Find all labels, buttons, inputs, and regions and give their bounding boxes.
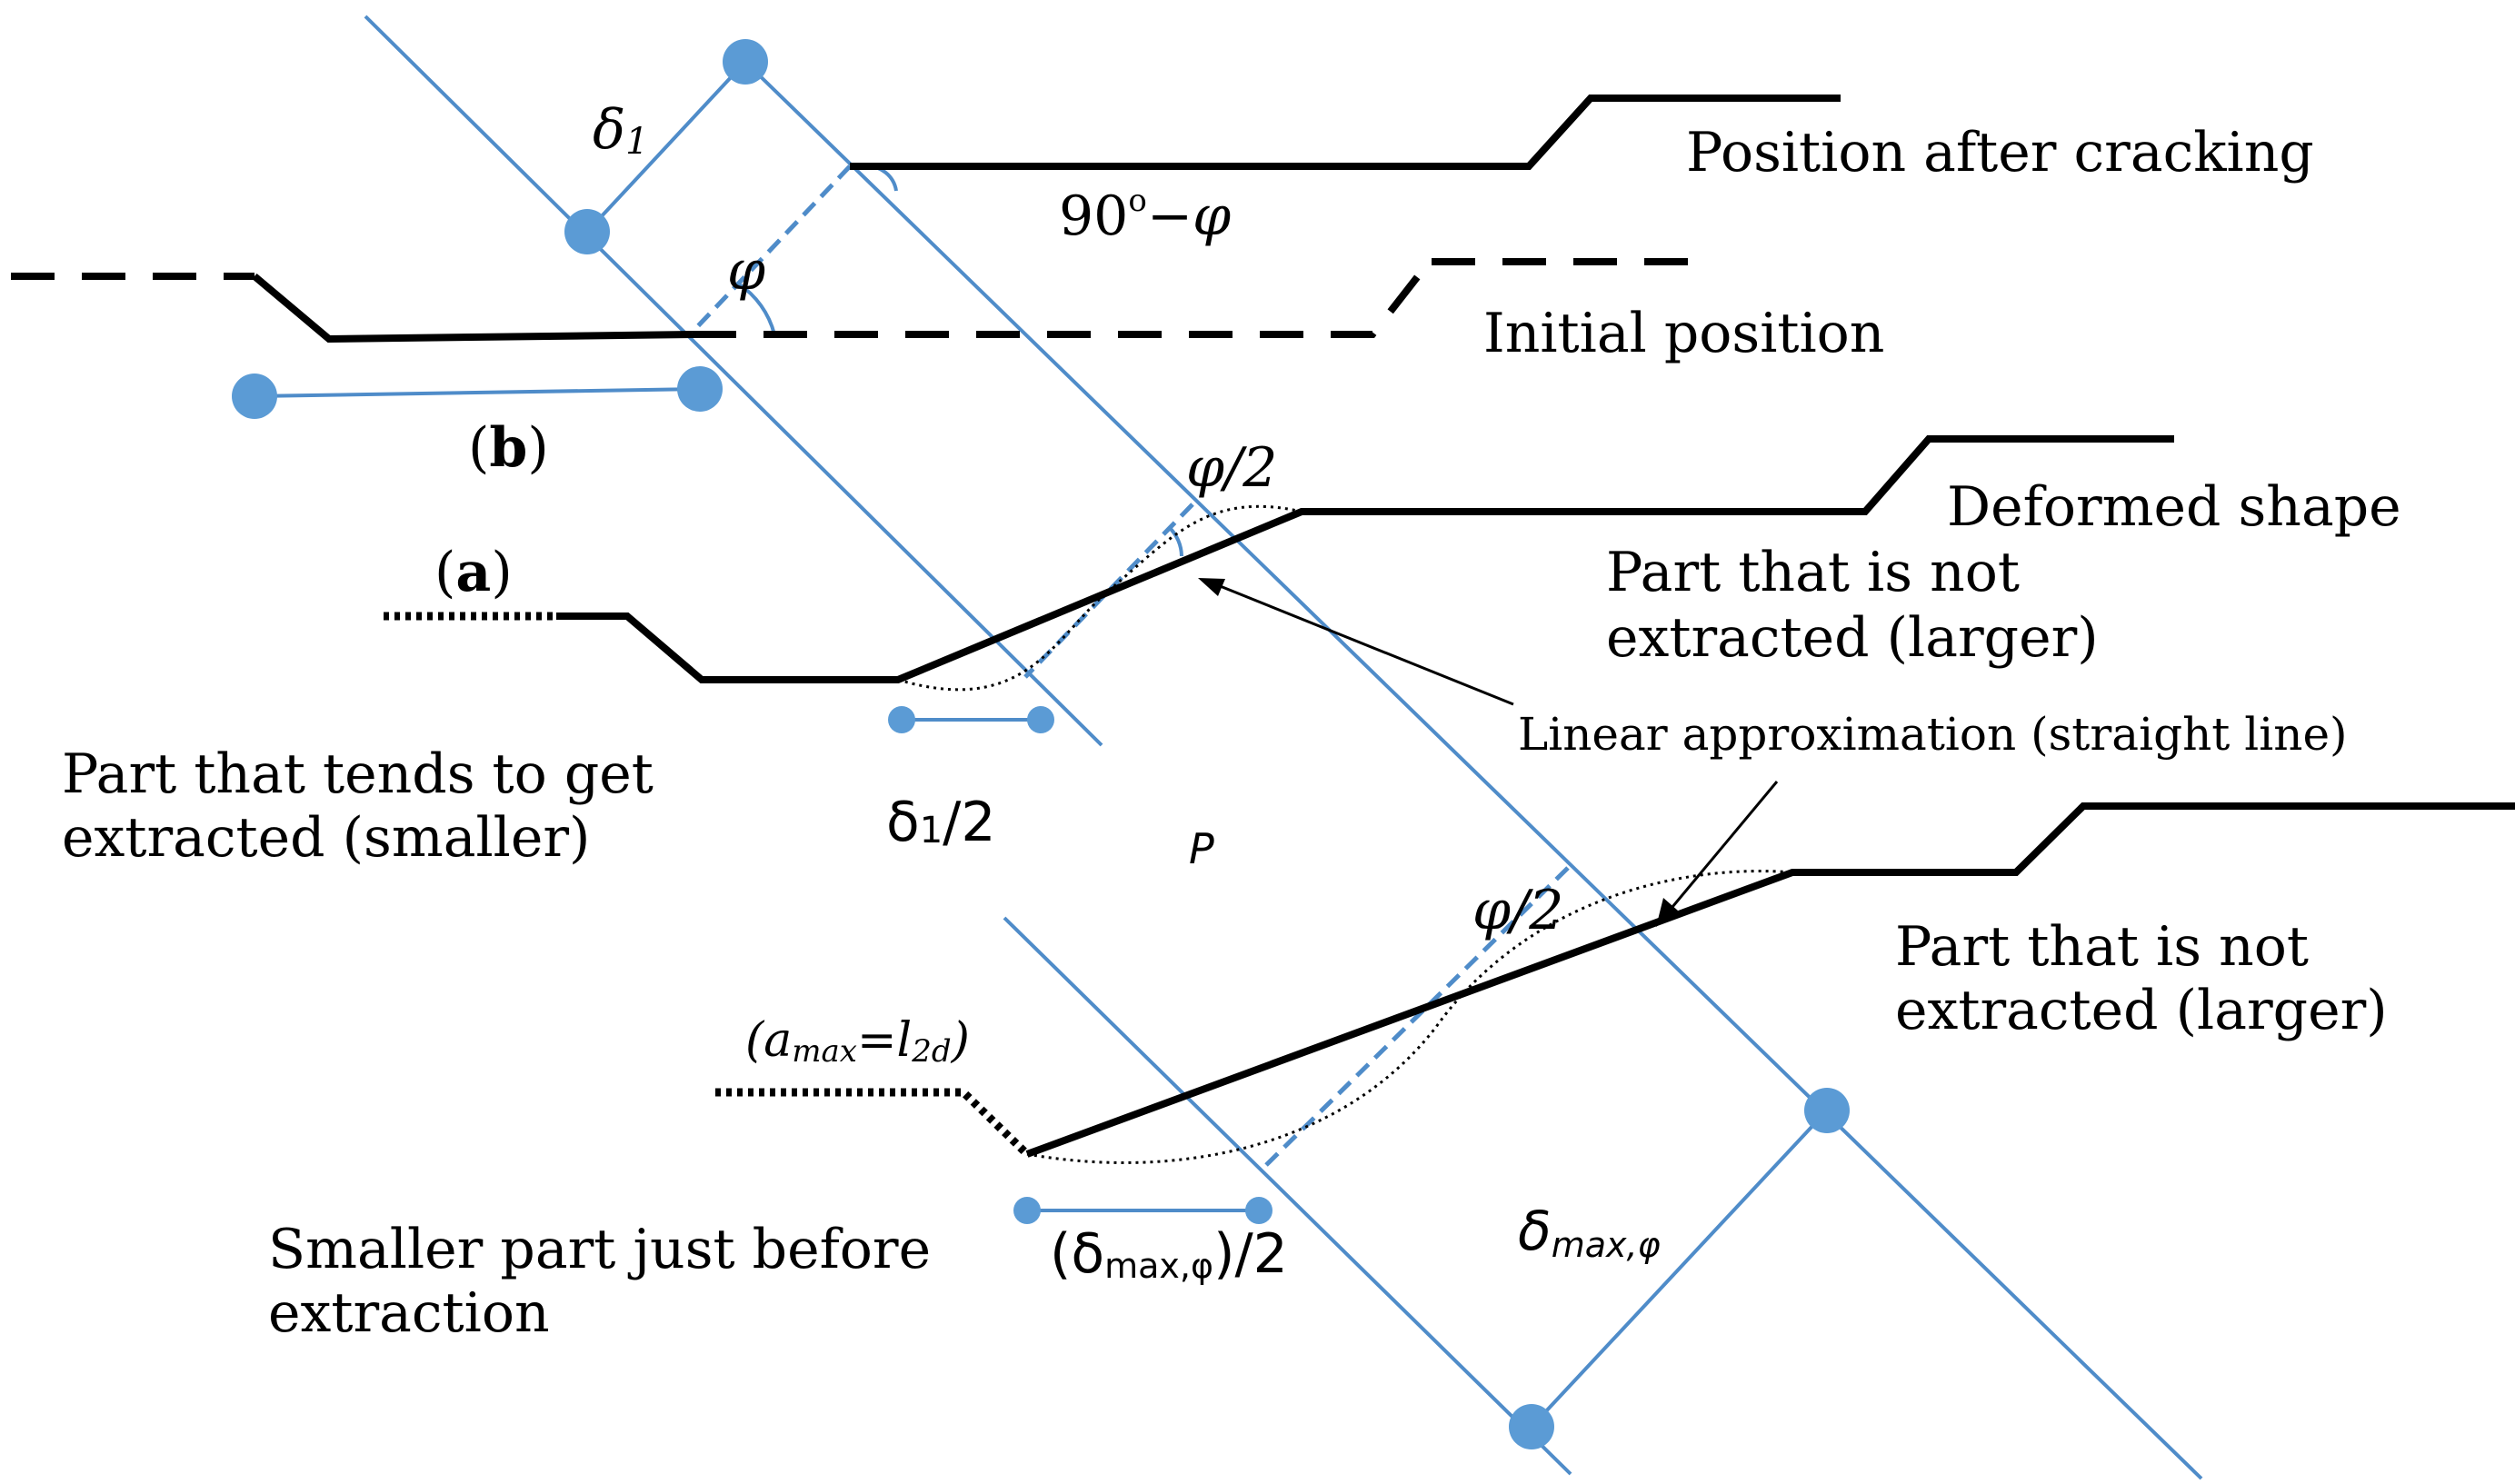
label-not-extracted-2-line1: Part that is not — [1895, 915, 2309, 979]
label-linear-approx: Linear approximation (straight line) — [1518, 708, 2348, 761]
symbol-delta1: δ1 — [593, 98, 649, 163]
label-not-extracted-1-line2: extracted (larger) — [1606, 606, 2099, 670]
node-delta1-bottom — [564, 209, 610, 254]
angle-arc-phi — [736, 282, 776, 335]
arrowhead-upper — [1198, 578, 1225, 596]
symbol-delta1-half: δ1/2 — [886, 791, 996, 854]
symbol-P: P — [1189, 824, 1214, 873]
delta-max-segment — [1530, 1109, 1829, 1429]
node-delta-max-half-left — [1013, 1197, 1041, 1224]
crack-plane-line-lower — [1003, 916, 1572, 1476]
node-delta-max-top — [1804, 1088, 1850, 1133]
node-delta1-half-left — [888, 706, 915, 733]
symbol-amax: (amax=l2d) — [745, 1013, 970, 1070]
label-not-extracted-1-line1: Part that is not — [1606, 541, 2020, 604]
symbol-phi-half-2: φ/2 — [1472, 879, 1563, 942]
crack-plane-line-left — [364, 15, 1103, 747]
label-position-after-cracking: Position after cracking — [1686, 121, 2314, 184]
leader-line-upper — [1208, 580, 1514, 706]
symbol-delta-max: δmax,φ — [1518, 1200, 1661, 1265]
label-tends-extracted-line2: extracted (smaller) — [62, 806, 590, 870]
normal-dashed-bottom — [1262, 866, 1570, 1170]
deformed-shape-line — [556, 435, 2174, 683]
delta1-segment-b — [254, 387, 701, 398]
arrowhead-lower — [1656, 898, 1678, 927]
node-delta1-top — [723, 39, 768, 85]
label-not-extracted-2-line2: extracted (larger) — [1895, 979, 2388, 1042]
normal-dashed-middle — [1023, 503, 1194, 679]
label-smaller-before-line1: Smaller part just before — [268, 1218, 931, 1281]
symbol-90-minus-phi: 90o−φ — [1059, 183, 1231, 248]
leader-line-lower — [1662, 781, 1779, 919]
node-b-right — [677, 366, 723, 412]
label-deformed-shape: Deformed shape — [1947, 475, 2401, 539]
angle-arc-phi-half — [1167, 525, 1183, 557]
initial-position-step — [252, 273, 694, 344]
symbol-delta-max-half: (δmax,φ)/2 — [1050, 1222, 1288, 1286]
label-smaller-before-line2: extraction — [268, 1281, 550, 1345]
lower-shape-curve — [1026, 870, 1793, 1164]
node-delta1-half-right — [1027, 706, 1054, 733]
delta1-segment — [585, 60, 747, 234]
label-initial-position: Initial position — [1483, 302, 1884, 365]
symbol-phi-half-1: φ/2 — [1186, 436, 1277, 500]
node-b-left — [232, 373, 277, 419]
initial-position-right-dash — [693, 264, 1430, 338]
crack-plane-line-right — [744, 60, 2203, 1480]
label-tends-extracted-line1: Part that tends to get — [62, 742, 654, 806]
panel-label-b: (b) — [468, 416, 549, 480]
position-after-cracking-line — [850, 95, 1841, 170]
lower-shape-left-dots — [715, 1088, 1031, 1158]
normal-dashed-top — [691, 164, 852, 334]
panel-label-a: (a) — [434, 541, 513, 604]
deformed-shape-curve — [897, 504, 1302, 692]
node-delta-max-half-right — [1245, 1197, 1272, 1224]
lower-shape-line — [1025, 802, 2515, 1158]
node-delta-max-bottom — [1509, 1404, 1554, 1449]
symbol-phi: φ — [727, 239, 765, 303]
